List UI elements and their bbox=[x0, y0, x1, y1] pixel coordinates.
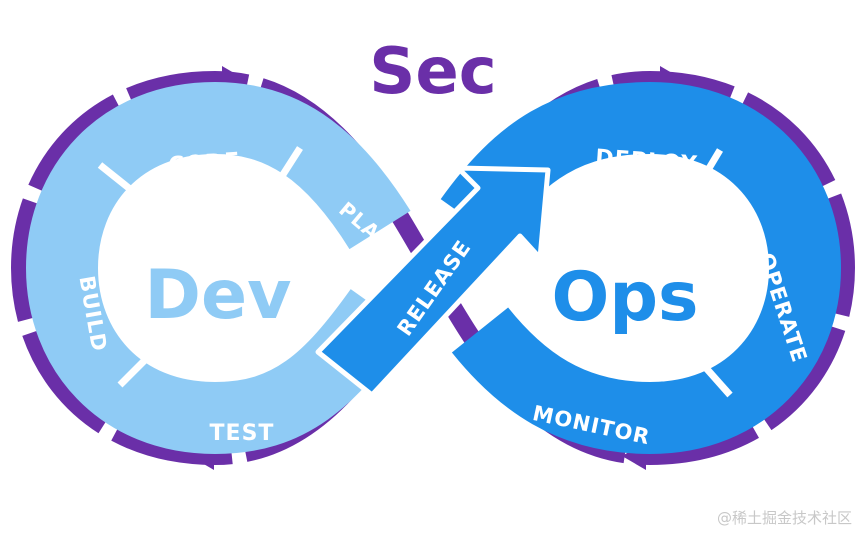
release-bridge bbox=[315, 165, 551, 398]
dev-separator-2 bbox=[265, 146, 303, 200]
ops-label: Ops bbox=[552, 258, 699, 337]
dev-separator-3 bbox=[117, 342, 163, 388]
ops-band bbox=[440, 81, 842, 455]
ops-separator-1 bbox=[686, 148, 724, 202]
stage-code: CODE bbox=[168, 149, 242, 179]
dev-label: Dev bbox=[145, 256, 292, 335]
stage-test: TEST bbox=[210, 421, 275, 446]
ops-separator-2 bbox=[687, 347, 733, 398]
watermark: @稀土掘金技术社区 bbox=[716, 509, 852, 527]
sec-title: Sec bbox=[369, 35, 496, 109]
dev-band bbox=[25, 81, 411, 455]
ops-center-disc bbox=[525, 209, 725, 361]
ops-loop bbox=[440, 81, 842, 455]
dev-center-disc bbox=[115, 202, 315, 358]
dev-separator-1 bbox=[97, 162, 153, 208]
release-arrow-shape bbox=[315, 165, 551, 398]
dev-loop bbox=[25, 81, 411, 455]
